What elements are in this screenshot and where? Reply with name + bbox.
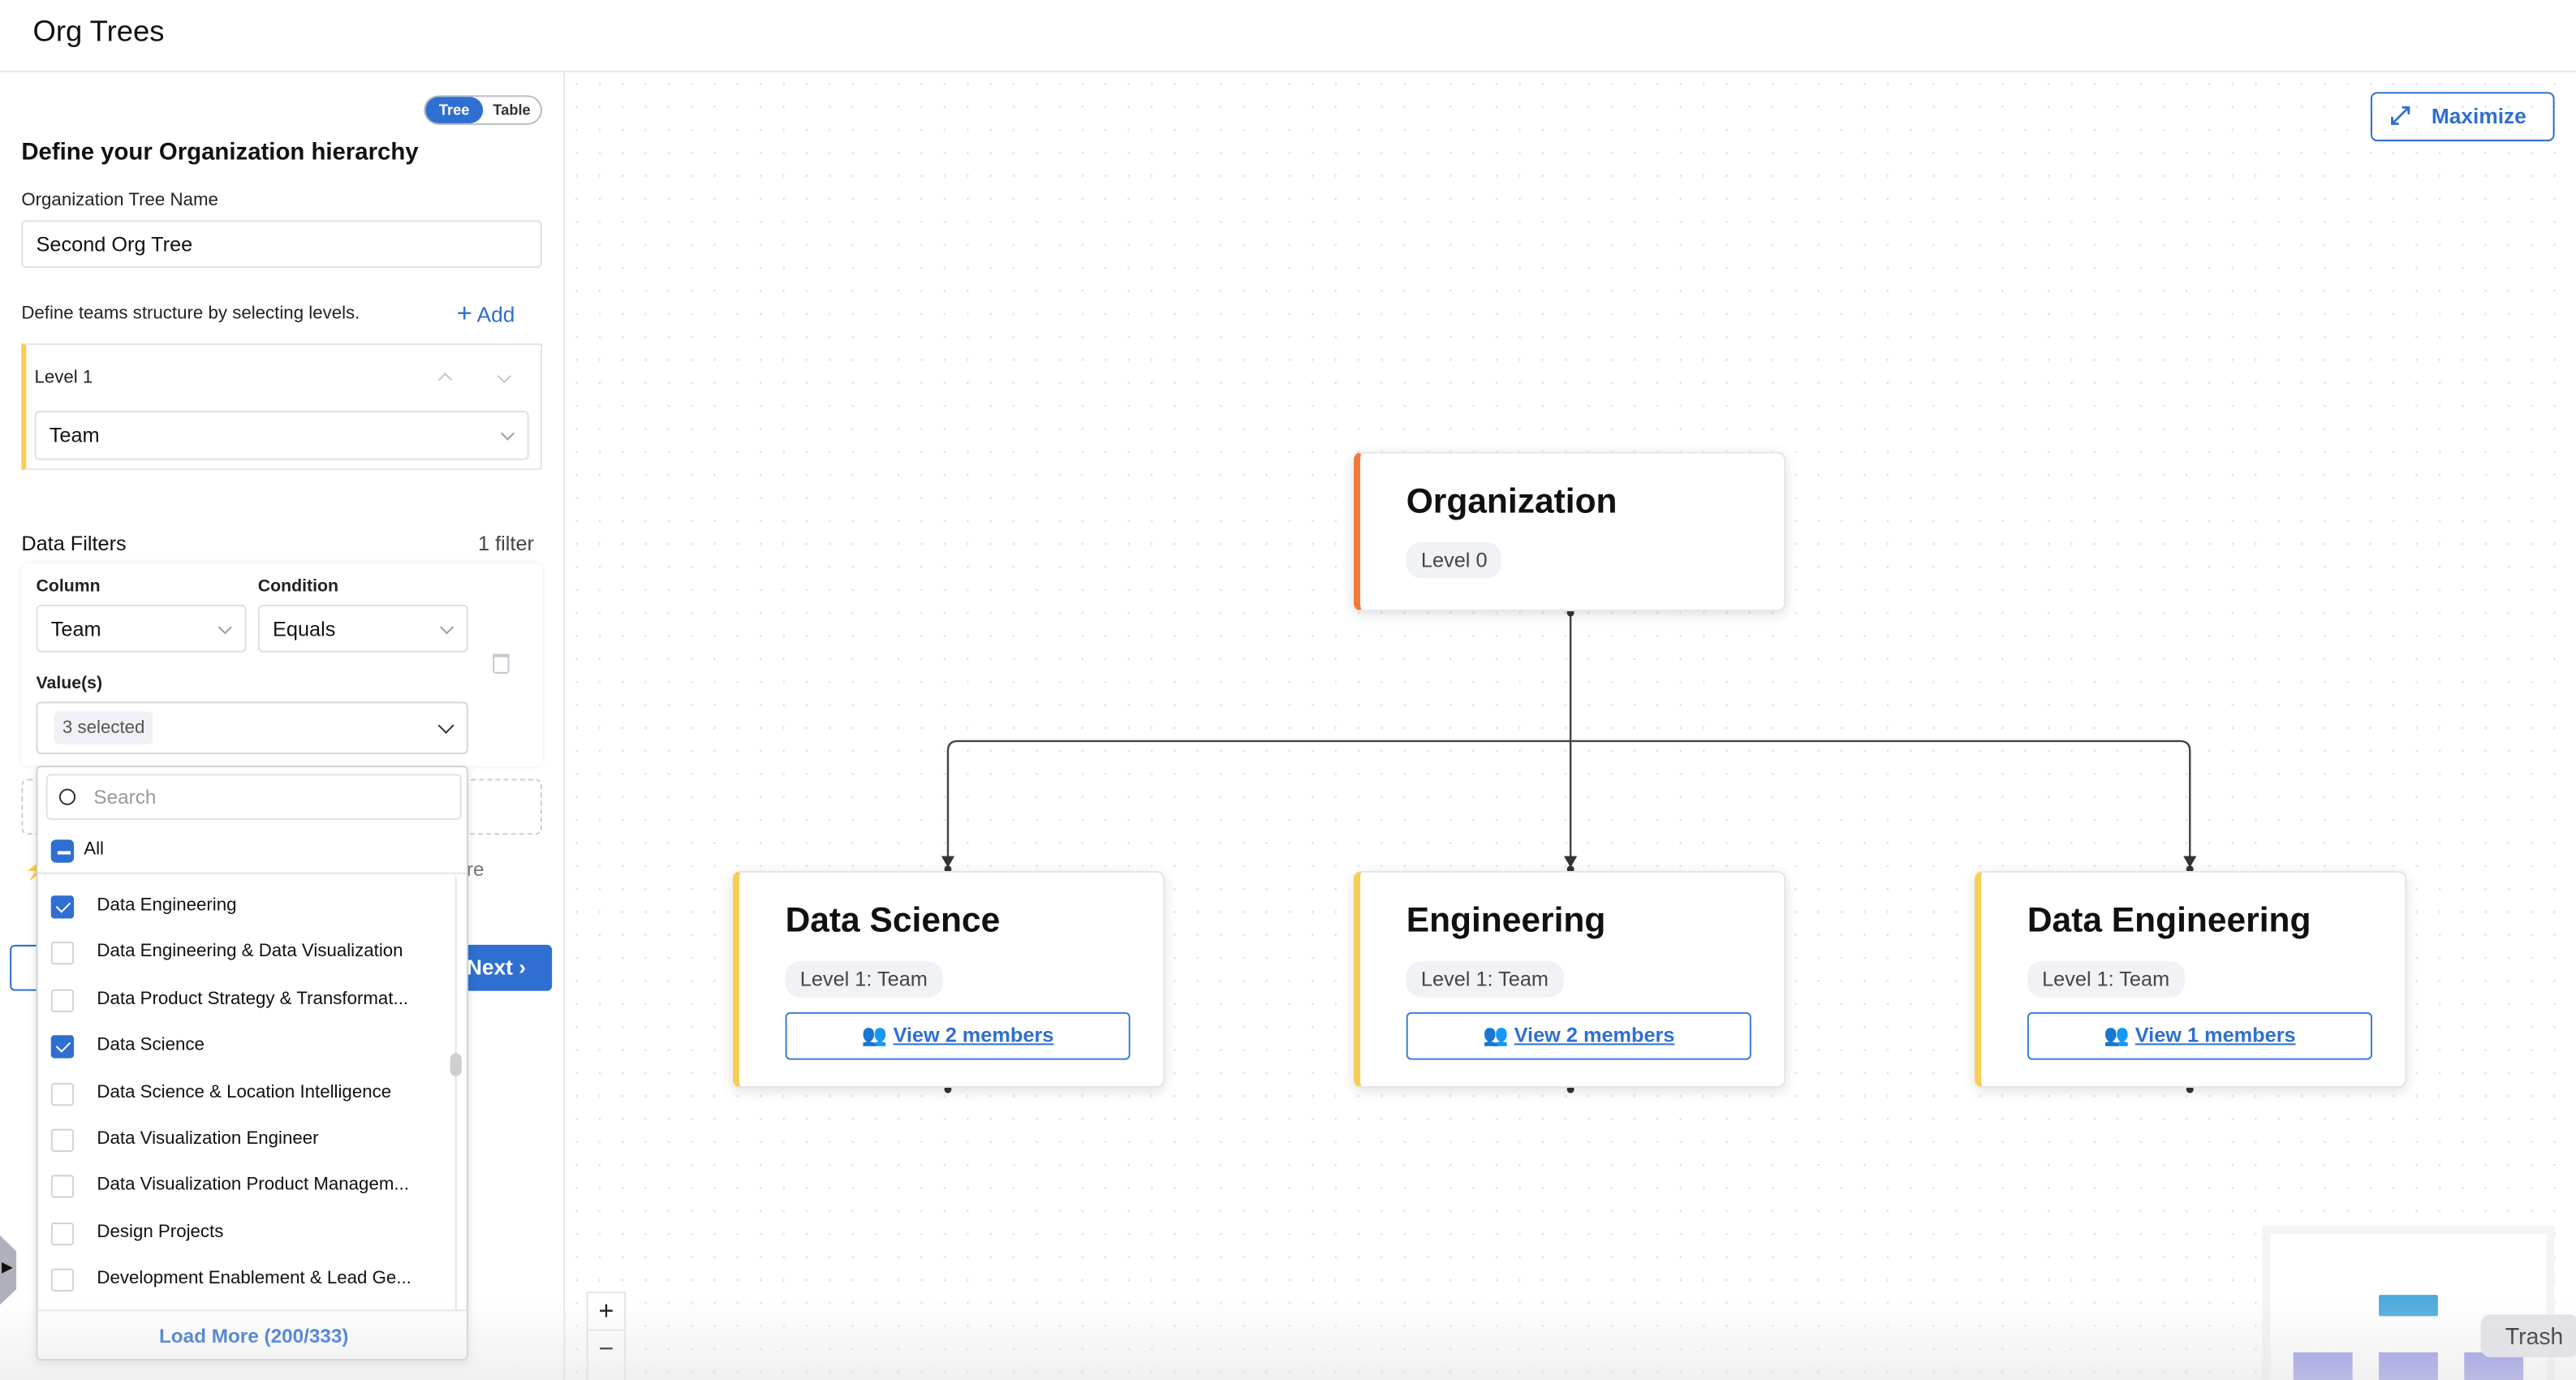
people-icon: 👥 xyxy=(1483,1024,1509,1047)
option-item[interactable]: Data Engineering xyxy=(38,884,442,930)
filters-title: Data Filters xyxy=(21,532,127,556)
option-item[interactable]: Data Science & Location Intelligence xyxy=(38,1071,442,1117)
scroll-track xyxy=(454,875,457,1320)
zoom-in-button[interactable]: + xyxy=(588,1293,625,1331)
option-item[interactable]: Data Visualization Product Managem... xyxy=(38,1164,442,1210)
checkbox[interactable] xyxy=(50,1082,75,1106)
arrow-right xyxy=(2183,856,2197,868)
trash-tooltip: Trash xyxy=(2480,1314,2576,1357)
checkbox[interactable] xyxy=(50,1128,75,1152)
node-child[interactable]: Data Engineering Level 1: Team 👥 View 1 … xyxy=(1975,870,2407,1089)
side-handle[interactable] xyxy=(0,1232,17,1309)
hint-text: re xyxy=(466,857,485,881)
arrow-left xyxy=(941,856,955,868)
option-item[interactable]: Data Visualization Engineer xyxy=(38,1117,442,1163)
level-chip: Level 1: Team xyxy=(785,961,943,998)
checkbox[interactable] xyxy=(50,1175,75,1199)
level-chip: Level 1: Team xyxy=(2027,961,2185,998)
condition-label: Condition xyxy=(257,576,338,597)
plus-icon: + xyxy=(456,300,472,329)
node-title: Organization xyxy=(1406,483,1618,521)
checkbox[interactable] xyxy=(50,1222,75,1245)
view-members-button[interactable]: 👥 View 2 members xyxy=(785,1011,1131,1060)
minimap-child-node xyxy=(2379,1352,2438,1380)
minimap-child-node xyxy=(2293,1352,2353,1380)
toggle-tree[interactable]: Tree xyxy=(425,97,484,123)
levels-hint: Define teams structure by selecting leve… xyxy=(21,304,360,324)
maximize-button[interactable]: ⤢ Maximize xyxy=(2370,92,2555,142)
connector-right xyxy=(1570,740,2191,858)
checkbox[interactable] xyxy=(50,1269,75,1292)
app-header: Org Trees xyxy=(0,0,2576,73)
section-heading: Define your Organization hierarchy xyxy=(21,140,419,166)
node-title: Data Science xyxy=(785,902,1001,940)
connector-left xyxy=(946,740,1571,858)
view-members-button[interactable]: 👥 View 2 members xyxy=(1406,1011,1751,1060)
values-select[interactable]: 3 selected xyxy=(36,701,468,755)
minimap-root-node xyxy=(2379,1295,2438,1317)
checkbox[interactable] xyxy=(50,989,75,1012)
level-select[interactable]: Team xyxy=(34,411,529,460)
people-icon: 👥 xyxy=(2104,1024,2130,1047)
toggle-table[interactable]: Table xyxy=(493,101,531,119)
checkbox[interactable] xyxy=(50,942,75,965)
play-icon: ▶ xyxy=(2,1258,14,1275)
node-title: Data Engineering xyxy=(2027,902,2311,940)
values-label: Value(s) xyxy=(36,673,103,694)
people-icon: 👥 xyxy=(861,1024,888,1047)
selected-chip: 3 selected xyxy=(54,711,153,744)
node-organization[interactable]: Organization Level 0 xyxy=(1353,451,1786,612)
option-item[interactable]: Data Product Strategy & Transformat... xyxy=(38,977,442,1024)
scrollbar-thumb[interactable] xyxy=(450,1053,462,1076)
next-button[interactable]: Next › xyxy=(459,944,553,991)
zoom-out-button[interactable]: − xyxy=(598,1335,614,1365)
view-members-button[interactable]: 👥 View 1 members xyxy=(2027,1011,2372,1060)
node-child[interactable]: Engineering Level 1: Team 👥 View 2 membe… xyxy=(1353,870,1786,1089)
checkbox[interactable] xyxy=(50,1035,75,1059)
add-level-button[interactable]: + Add xyxy=(456,300,515,329)
level-chip: Level 0 xyxy=(1406,541,1502,579)
arrow-middle xyxy=(1564,856,1578,868)
option-item[interactable]: Design Projects xyxy=(38,1210,442,1257)
level-card xyxy=(21,343,542,470)
level-label: Level 1 xyxy=(34,368,93,388)
column-select[interactable]: Team xyxy=(36,604,247,653)
node-title: Engineering xyxy=(1406,902,1606,940)
checkbox[interactable] xyxy=(50,895,75,919)
option-all[interactable]: All xyxy=(37,828,467,874)
page-title: Org Trees xyxy=(32,15,165,48)
trash-icon[interactable] xyxy=(493,653,510,674)
filter-count: 1 filter xyxy=(478,532,534,556)
checkbox-indeterminate[interactable] xyxy=(50,839,75,863)
option-item[interactable]: Development Enablement & Lead Ge... xyxy=(38,1257,442,1304)
search-icon xyxy=(58,788,76,805)
view-toggle[interactable]: Tree Table xyxy=(424,95,542,125)
condition-select[interactable]: Equals xyxy=(257,604,468,653)
tree-name-input[interactable]: Second Org Tree xyxy=(21,220,542,268)
level-chip: Level 1: Team xyxy=(1406,961,1564,998)
expand-icon: ⤢ xyxy=(2390,101,2410,130)
node-child[interactable]: Data Science Level 1: Team 👥 View 2 memb… xyxy=(732,870,1165,1089)
tree-name-label: Organization Tree Name xyxy=(21,190,218,211)
dropdown-search-input[interactable]: Search xyxy=(45,774,462,821)
column-label: Column xyxy=(36,576,101,597)
chevron-right-icon: › xyxy=(519,955,527,980)
option-item[interactable]: Data Science xyxy=(38,1024,442,1070)
zoom-controls: + − xyxy=(586,1292,627,1380)
option-item[interactable]: Data Engineering & Data Visualization xyxy=(38,930,442,977)
